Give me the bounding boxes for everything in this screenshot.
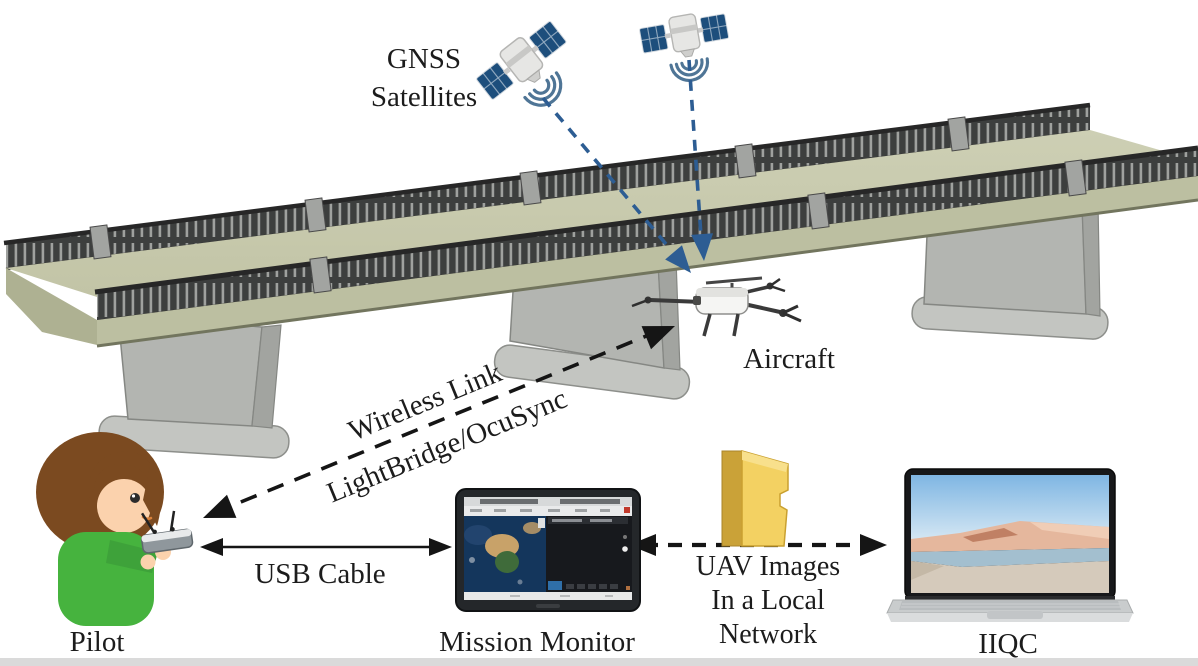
bridge-pier-right bbox=[911, 201, 1109, 340]
iiqc-label: IIQC bbox=[978, 628, 1038, 660]
satellite-icon bbox=[476, 21, 567, 107]
gnss-label-line2: Satellites bbox=[370, 81, 478, 113]
folder-icon bbox=[721, 450, 789, 547]
bridge-far-railing bbox=[6, 106, 1090, 268]
bridge-near-railing bbox=[97, 149, 1198, 320]
laptop-icon bbox=[886, 468, 1134, 622]
laptop-wallpaper bbox=[911, 475, 1109, 593]
usb-cable-arrow bbox=[200, 538, 452, 556]
usb-cable-label: USB Cable bbox=[254, 558, 386, 590]
wireless-link-arrow bbox=[203, 326, 675, 518]
bridge-deck bbox=[6, 130, 1198, 297]
satellite-icon bbox=[639, 13, 729, 82]
signal-waves-icon bbox=[523, 71, 563, 107]
bridge-left-end bbox=[6, 268, 97, 345]
arrowhead-icon bbox=[429, 538, 452, 556]
arrowhead-icon bbox=[203, 494, 237, 518]
ground-station-tablet-icon bbox=[455, 488, 641, 612]
bottom-strip bbox=[0, 658, 1198, 666]
uav-images-label-line1: UAV Images bbox=[695, 551, 841, 582]
gnss-satellites-label: GNSS Satellites bbox=[371, 40, 477, 116]
satellite-map-panel bbox=[464, 516, 546, 592]
railing-posts bbox=[89, 116, 1087, 294]
quadcopter-drone-icon bbox=[631, 276, 802, 337]
aircraft-label: Aircraft bbox=[743, 343, 835, 375]
arrowhead-icon bbox=[641, 326, 675, 350]
gnss-label-line1: GNSS bbox=[386, 43, 462, 75]
bridge-pier-middle bbox=[493, 258, 691, 400]
pilot-with-remote-controller-icon bbox=[36, 432, 194, 626]
uav-images-label-line2: In a Local bbox=[711, 585, 825, 616]
uav-images-label-line3: Network bbox=[719, 619, 817, 650]
arrowhead-icon bbox=[665, 245, 691, 273]
arrowhead-icon bbox=[629, 534, 656, 556]
pilot-label: Pilot bbox=[69, 626, 125, 658]
telemetry-panel bbox=[546, 516, 632, 592]
uav-images-label: UAV Images In a Local Network bbox=[696, 550, 840, 652]
bridge-fascia bbox=[97, 176, 1198, 345]
mission-monitor-label: Mission Monitor bbox=[439, 626, 635, 658]
arrowhead-icon bbox=[200, 538, 223, 556]
bridge-pier-left bbox=[98, 314, 290, 459]
local-network-arrow bbox=[629, 534, 887, 556]
remote-controller-icon bbox=[140, 510, 194, 554]
bridge-3d-illustration bbox=[3, 102, 1198, 459]
arrowhead-icon bbox=[860, 534, 887, 556]
arrowhead-icon bbox=[691, 233, 714, 261]
gnss-link-arrows bbox=[541, 59, 714, 273]
